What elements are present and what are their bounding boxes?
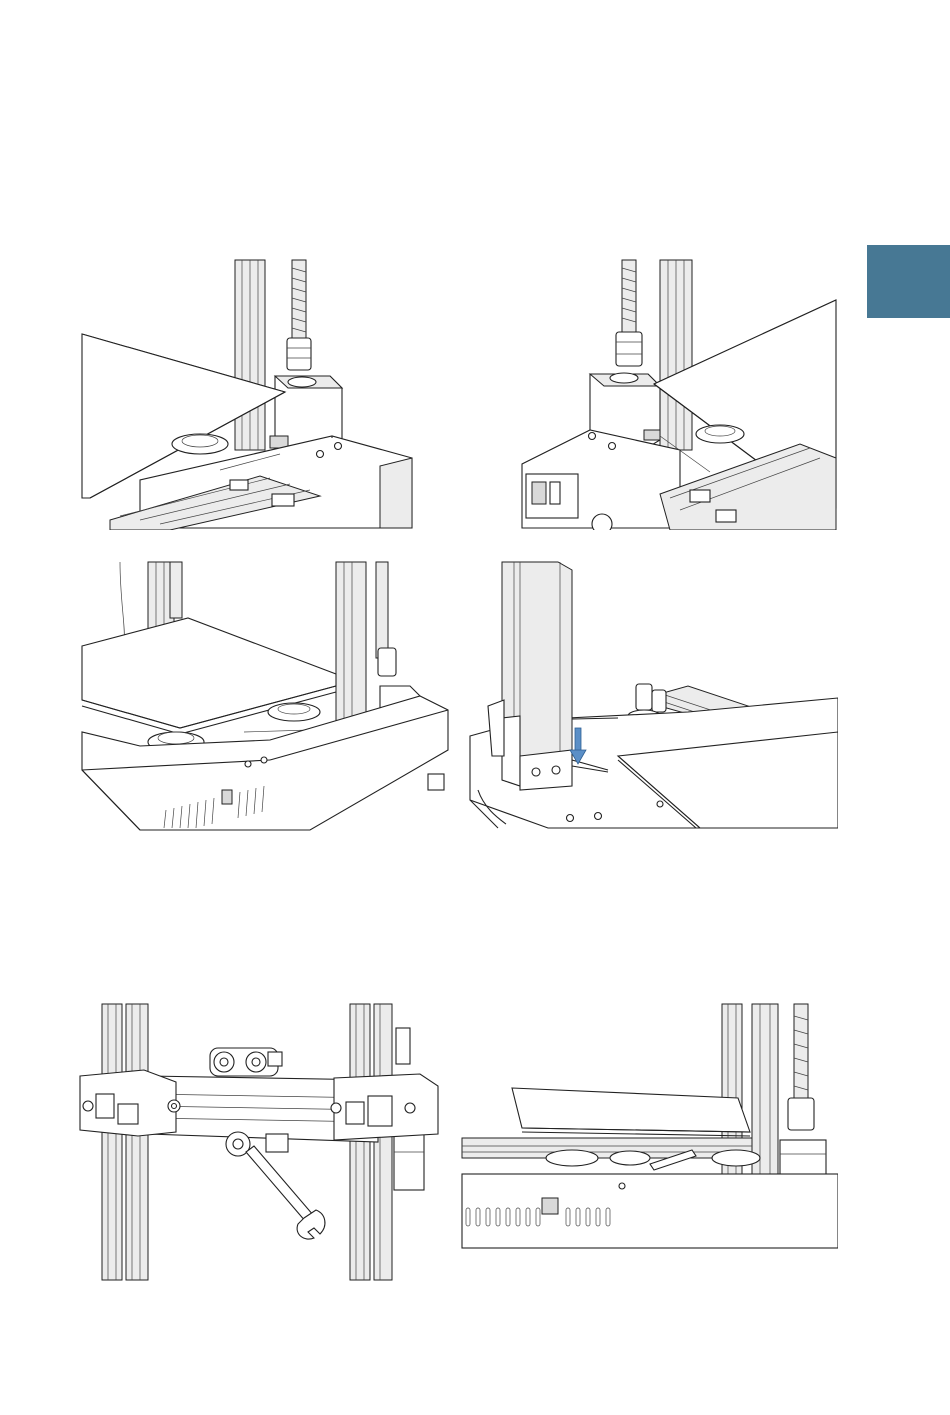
leadscrew-left-motor-view [80,258,420,530]
build-plate-with-leveling-knobs [80,560,450,832]
z-motor-left-illustration [80,258,420,530]
wrench-adjustment-illustration [78,1002,440,1282]
gantry-eccentric-nut-wrench [78,1002,440,1282]
bed-leveling-illustration [80,560,450,832]
section-tab [867,245,950,318]
z-motor-right-illustration [520,258,838,530]
profile-insert-arrow-illustration [468,560,838,832]
upright-profile-insertion [468,560,838,832]
base-side-illustration [460,1002,838,1252]
bed-and-base-side-view [460,1002,838,1252]
leadscrew-right-motor-view [520,258,838,530]
